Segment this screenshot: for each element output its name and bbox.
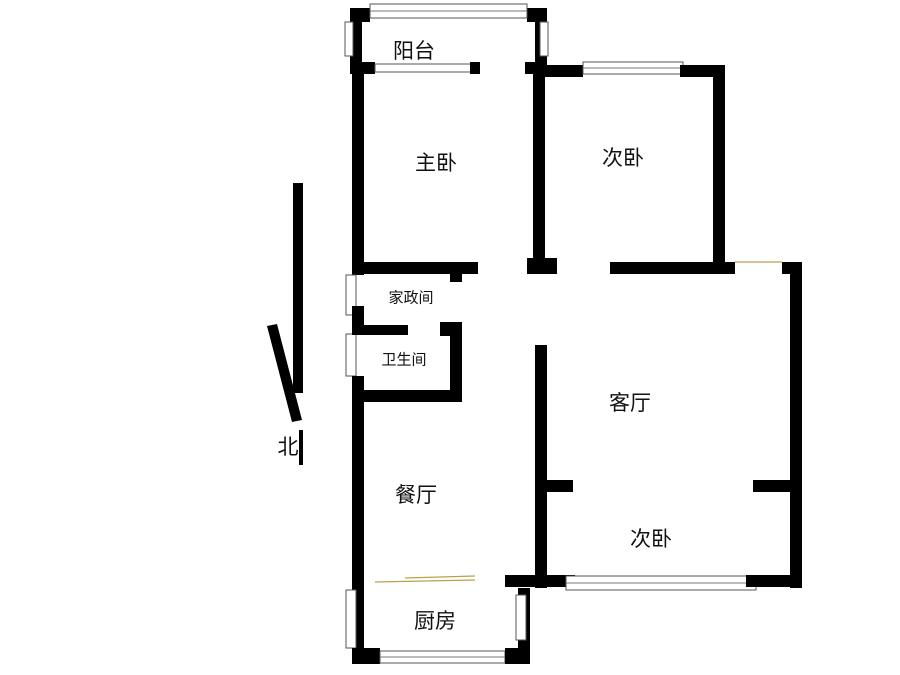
room-label-bathroom: 卫生间 <box>381 350 427 369</box>
master-top-wall <box>350 62 547 74</box>
middle-horizontal-wall <box>352 258 802 282</box>
kitchen-walls <box>345 588 530 664</box>
bathroom-walls <box>352 322 462 402</box>
room-label-balcony: 阳台 <box>393 39 435 63</box>
bottom-wall <box>374 575 802 591</box>
north-arrow-icon <box>267 183 303 465</box>
balcony-walls <box>344 3 549 62</box>
master-bedroom-right-wall <box>533 62 545 262</box>
living-room-walls <box>535 262 802 588</box>
compass-north-label: 北 <box>277 435 299 459</box>
room-label-kitchen: 厨房 <box>414 609 456 633</box>
room-label-second-bedroom-bottom: 次卧 <box>630 527 672 551</box>
room-label-master-bedroom: 主卧 <box>415 151 457 175</box>
room-label-living-room: 客厅 <box>609 391 651 415</box>
room-label-housekeeping: 家政间 <box>388 288 434 307</box>
room-label-dining-room: 餐厅 <box>395 483 437 507</box>
second-bedroom-top-walls <box>545 61 725 265</box>
room-label-second-bedroom-top: 次卧 <box>602 146 644 170</box>
